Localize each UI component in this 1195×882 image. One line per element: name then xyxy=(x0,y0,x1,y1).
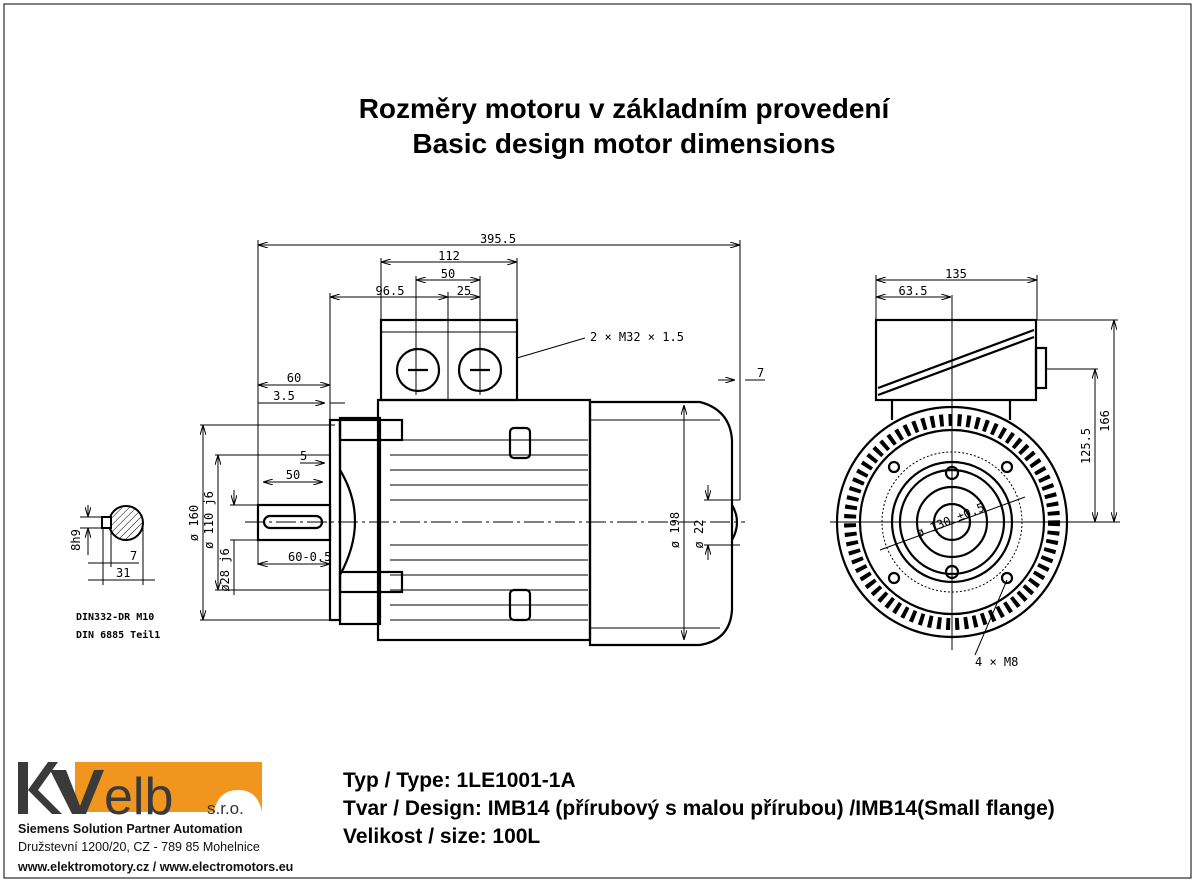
flange-holes-label: 4 × M8 xyxy=(975,655,1018,669)
dim-fan-gap: 7 xyxy=(757,366,764,380)
pitch-circle-label: ø 130 ±0.5 xyxy=(914,500,986,540)
dim-gland-offset: 25 xyxy=(457,284,471,298)
company-suffix: s.r.o. xyxy=(207,799,244,818)
dim-width: 135 xyxy=(945,267,967,281)
dim-box-offset-front: 63.5 xyxy=(899,284,928,298)
motor-type: Typ / Type: 1LE1001-1A xyxy=(343,769,576,792)
dim-terminal-box-width: 112 xyxy=(438,249,460,263)
dim-shaft-length: 60 xyxy=(287,371,301,385)
dim-key-length: 50 xyxy=(286,468,300,482)
dim-spigot-diameter: ø 110 j6 xyxy=(202,491,216,549)
sheet-border xyxy=(3,3,1192,879)
side-view: 395.5 112 50 96.5 25 2 × M32 × 1.5 7 60 … xyxy=(187,232,765,647)
dim-flange-diameter: ø 160 xyxy=(187,505,201,541)
company-website[interactable]: www.elektromotory.cz / www.electromotors… xyxy=(18,860,294,874)
dim-height-total: 166 xyxy=(1098,410,1112,432)
title-en: Basic design motor dimensions xyxy=(412,128,835,159)
key-section: 8h9 7 31 DIN332-DR M10 DIN 6885 Teil1 xyxy=(69,505,160,641)
center-hole-note: DIN332-DR M10 xyxy=(76,612,154,623)
dim-flange-thickness: 3.5 xyxy=(273,389,295,403)
dim-shaft-tolerance: 60-0.5 xyxy=(288,550,331,564)
key-width-label: 8h9 xyxy=(69,529,83,551)
company-tagline: Siemens Solution Partner Automation xyxy=(18,822,243,836)
dim-box-offset: 96.5 xyxy=(376,284,405,298)
dim-spigot: 5 xyxy=(300,449,307,463)
dim-height-gland: 125.5 xyxy=(1079,428,1093,464)
title-cz: Rozměry motoru v základním provedení xyxy=(359,93,891,124)
motor-size: Velikost / size: 100L xyxy=(343,825,540,848)
dim-overall-length: 395.5 xyxy=(480,232,516,246)
motor-side-outline xyxy=(245,318,745,647)
dim-frame-diameter: ø 198 xyxy=(668,512,682,548)
cable-glands-label: 2 × M32 × 1.5 xyxy=(590,330,684,344)
motor-design: Tvar / Design: IMB14 (přírubový s malou … xyxy=(343,797,1055,820)
front-view: 135 63.5 166 125.5 ø 130 ±0.5 4 × M8 xyxy=(830,267,1120,669)
dim-shaft-diameter: ø28 j6 xyxy=(218,548,232,591)
logo-wordmark: elb xyxy=(104,768,173,826)
shaft-height-label: 31 xyxy=(116,566,130,580)
company-logo: elb s.r.o. xyxy=(18,762,262,826)
dim-fan-hub: ø 22 xyxy=(692,520,706,549)
key-standard-note: DIN 6885 Teil1 xyxy=(76,629,160,641)
company-address: Družstevní 1200/20, CZ - 789 85 Mohelnic… xyxy=(18,840,260,854)
key-depth-label: 7 xyxy=(130,549,137,563)
dim-gland-spacing: 50 xyxy=(441,267,455,281)
